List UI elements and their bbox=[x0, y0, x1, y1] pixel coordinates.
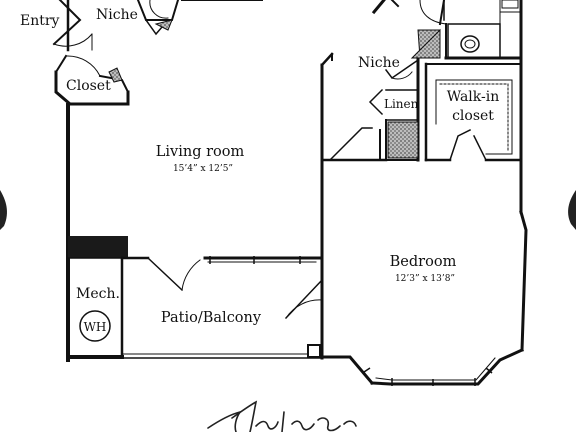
walk-in-closet-label-line2: closet bbox=[452, 108, 494, 124]
niche-right-label: Niche bbox=[358, 55, 400, 71]
script-logo-fragment bbox=[207, 400, 357, 432]
bay-window bbox=[363, 367, 493, 386]
outer-walls bbox=[66, 0, 528, 386]
closet-label: Closet bbox=[66, 78, 111, 94]
bedroom-dimensions: 12’3” x 13’8” bbox=[395, 274, 455, 284]
mechanical-label: Mech. bbox=[76, 286, 120, 302]
linen-label: Linen bbox=[384, 97, 419, 111]
sliding-door-mullions bbox=[209, 256, 301, 264]
patio-label: Patio/Balcony bbox=[161, 310, 262, 326]
mech-dark-block bbox=[68, 236, 128, 258]
niche-top-label: Niche bbox=[96, 7, 138, 23]
niche-top-fill bbox=[154, 19, 173, 31]
water-heater-icon bbox=[79, 310, 111, 342]
bedroom-label: Bedroom bbox=[390, 254, 457, 270]
entry-label: Entry bbox=[20, 13, 60, 29]
patio-walls bbox=[120, 256, 324, 292]
entry-area bbox=[52, 0, 400, 106]
bath-curve bbox=[419, 0, 447, 25]
walk-in-closet-label-line1: Walk-in bbox=[447, 89, 499, 105]
living-room-dimensions: 15’4” x 12’5” bbox=[173, 164, 233, 174]
page-edge-shadows bbox=[0, 190, 576, 230]
bath-sink-icon bbox=[447, 0, 521, 59]
mech-room-walls bbox=[67, 256, 124, 359]
interior-walls bbox=[284, 0, 523, 360]
patio-post bbox=[307, 344, 321, 358]
linen-shelf-fill bbox=[387, 121, 419, 159]
water-heater-label: WH bbox=[84, 320, 107, 334]
living-room-label: Living room bbox=[156, 144, 245, 160]
niche-right-shelf bbox=[410, 28, 441, 59]
closet-shelf-fill bbox=[108, 67, 123, 83]
